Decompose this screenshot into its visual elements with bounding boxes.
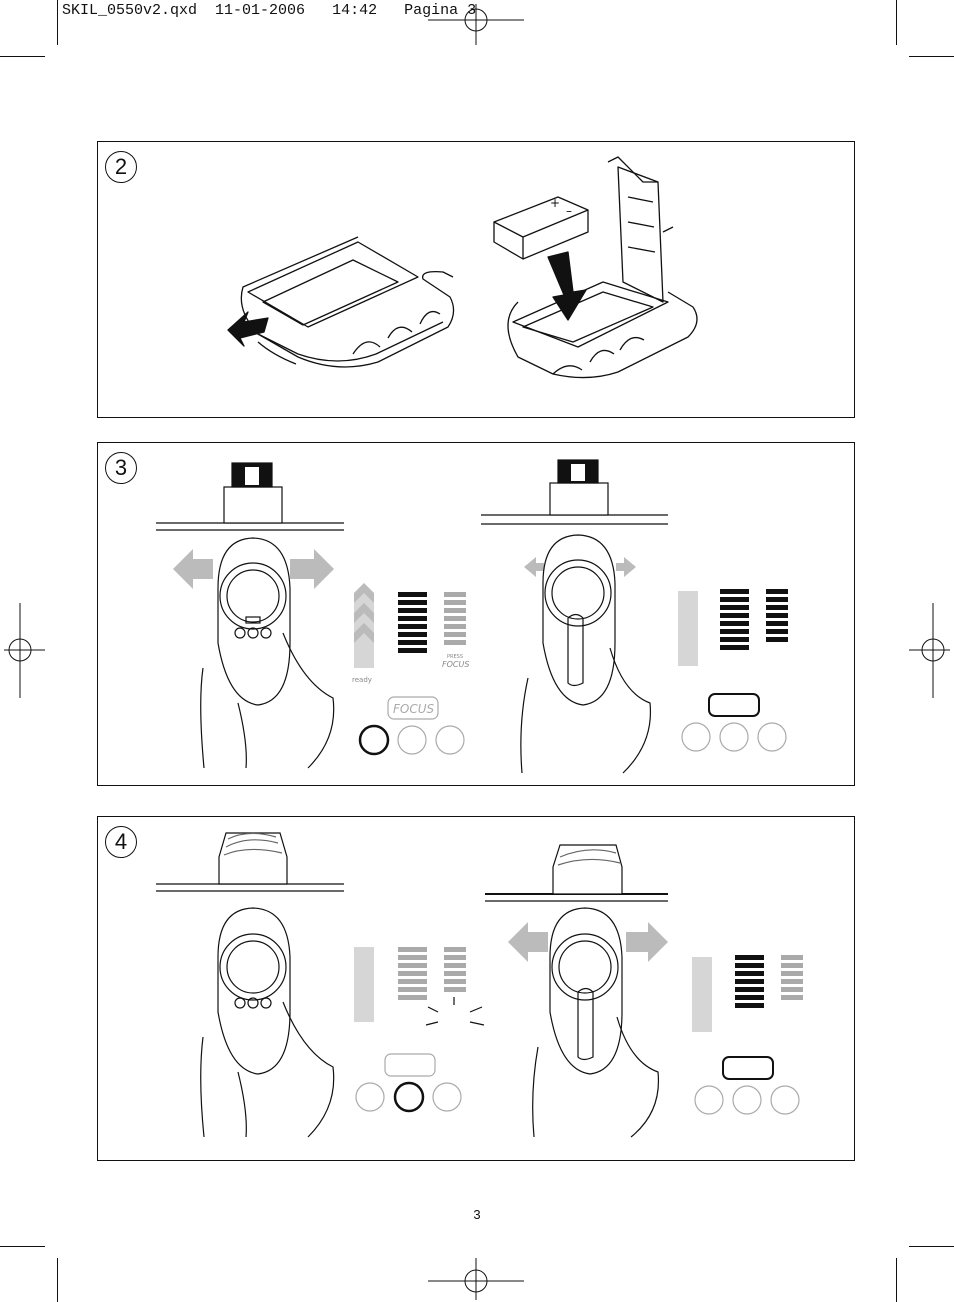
slug-page-label: Pagina 3 xyxy=(404,2,477,19)
slug-date: 11-01-2006 xyxy=(215,2,306,19)
step-number: 2 xyxy=(105,151,137,183)
figure-panel-2: 2 xyxy=(97,141,855,418)
wood-mode-button-icon xyxy=(397,725,427,755)
hand-icon xyxy=(200,1001,335,1138)
detector-pressed-icon xyxy=(549,907,623,1075)
wood-stud-icon xyxy=(218,832,288,885)
focus-button-active xyxy=(708,693,760,717)
device-open xyxy=(507,156,698,379)
svg-text:–: – xyxy=(566,204,572,218)
insert-arrow-icon xyxy=(547,251,587,321)
move-arrows-icon xyxy=(173,549,334,589)
wood-detection-illustration xyxy=(156,832,803,1138)
calibration-illustration: ready PRESS FOCUS FOCUS xyxy=(156,459,788,774)
detector-icon xyxy=(217,907,291,1075)
hand-pressing-icon xyxy=(532,1016,660,1138)
slug-line: SKIL_0550v2.qxd 11-01-2006 14:42 Pagina … xyxy=(62,2,476,19)
detector-icon xyxy=(217,537,291,706)
hand-pressing-icon xyxy=(520,647,652,774)
power-button-icon xyxy=(435,725,465,755)
crop-mark xyxy=(57,1258,58,1302)
slug-time: 14:42 xyxy=(332,2,378,19)
step-number: 4 xyxy=(105,826,137,858)
svg-text:+: + xyxy=(550,196,560,210)
focus-flash-icon xyxy=(425,997,485,1026)
metal-mode-button-icon xyxy=(358,724,390,756)
press-label: PRESS xyxy=(447,654,463,660)
device-closed xyxy=(240,236,455,368)
crop-mark xyxy=(896,0,897,45)
crop-mark xyxy=(909,56,954,57)
slug-filename: SKIL_0550v2.qxd xyxy=(62,2,198,19)
figure-panel-3: 3 xyxy=(97,442,855,786)
display-readout xyxy=(354,947,485,1026)
display-readout: ready PRESS FOCUS xyxy=(352,583,469,684)
ready-label: ready xyxy=(352,676,372,684)
battery-icon: + – xyxy=(493,196,589,260)
crop-mark xyxy=(0,56,45,57)
crop-mark xyxy=(57,0,58,45)
hand-icon xyxy=(200,632,335,769)
page-number: 3 xyxy=(473,1207,481,1222)
press-arrow-icon xyxy=(227,311,269,347)
focus-button xyxy=(387,696,439,720)
small-move-arrows-icon xyxy=(524,557,636,577)
detector-pressed-icon xyxy=(542,534,616,706)
focus-button-label: FOCUS xyxy=(393,702,435,716)
crop-mark xyxy=(896,1258,897,1302)
figure-panel-4: 4 xyxy=(97,816,855,1161)
step-number: 3 xyxy=(105,452,137,484)
crop-mark xyxy=(909,1246,954,1247)
display-readout-active xyxy=(692,955,803,1032)
move-arrows-icon xyxy=(508,922,668,962)
focus-label: FOCUS xyxy=(442,660,469,669)
display-readout-active xyxy=(678,589,788,666)
crop-mark xyxy=(0,1246,45,1247)
metal-stud-icon xyxy=(223,486,283,524)
battery-compartment-illustration: + – xyxy=(227,156,698,379)
wood-mode-button-active-icon xyxy=(393,1081,425,1113)
